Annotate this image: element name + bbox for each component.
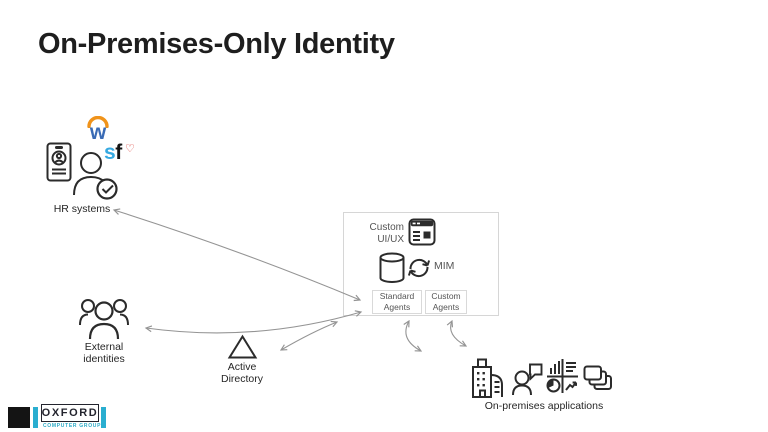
sf-s: s: [104, 141, 116, 164]
active-directory-line1: Active: [227, 361, 257, 373]
external-identities-label: External identities: [64, 341, 144, 366]
custom-uiux-label: Custom UI/UX: [369, 222, 404, 245]
arrow-agents-apps-left: [403, 319, 423, 352]
logo-subtitle: COMPUTER GROUP: [43, 423, 102, 429]
external-identities-line2: identities: [83, 353, 125, 366]
logo-cyan-bar-left: [33, 407, 38, 428]
logo-black-square: [8, 407, 30, 428]
users-group-icon: [79, 299, 129, 340]
id-badge-icon: [46, 142, 72, 182]
hr-systems-label: HR systems: [53, 203, 111, 215]
logo-name: OXFORD: [41, 407, 99, 419]
workday-logo: w: [89, 121, 107, 144]
custom-agents-box: Custom Agents: [425, 290, 467, 314]
slide-title: On-Premises-Only Identity: [38, 28, 395, 60]
sync-icon: [407, 258, 431, 278]
triangle-icon: [227, 334, 258, 359]
stacked-windows-icon: [583, 365, 612, 390]
active-directory-line2: Directory: [220, 373, 263, 386]
user-check-icon: [73, 152, 118, 200]
arrow-hr-mim: [112, 208, 362, 302]
arrow-agents-apps-right: [446, 319, 468, 347]
successfactors-logo: sf: [104, 141, 122, 165]
database-icon: [379, 252, 405, 283]
mim-label: MIM: [434, 260, 455, 272]
logo-cyan-bar-right: [101, 407, 106, 428]
browser-window-icon: [408, 218, 436, 246]
active-directory-label: Active Directory: [208, 361, 276, 386]
external-identities-line1: External: [84, 341, 124, 353]
logo-oxford-box: OXFORD: [41, 404, 99, 422]
workday-arc-icon: [87, 116, 109, 128]
user-chat-icon: [512, 363, 543, 396]
arrow-ad-mim: [279, 320, 339, 351]
analytics-quadrant-icon: [546, 359, 578, 393]
mim-container-box: Custom UI/UX MIM Standard Agents Custom …: [343, 212, 499, 316]
sf-f: f: [115, 141, 122, 164]
building-icon: [472, 358, 503, 398]
arrow-external-mim: [144, 310, 363, 334]
on-premises-applications-label: On-premises applications: [484, 400, 604, 412]
standard-agents-box: Standard Agents: [372, 290, 422, 314]
heart-icon: ♡: [125, 143, 135, 155]
